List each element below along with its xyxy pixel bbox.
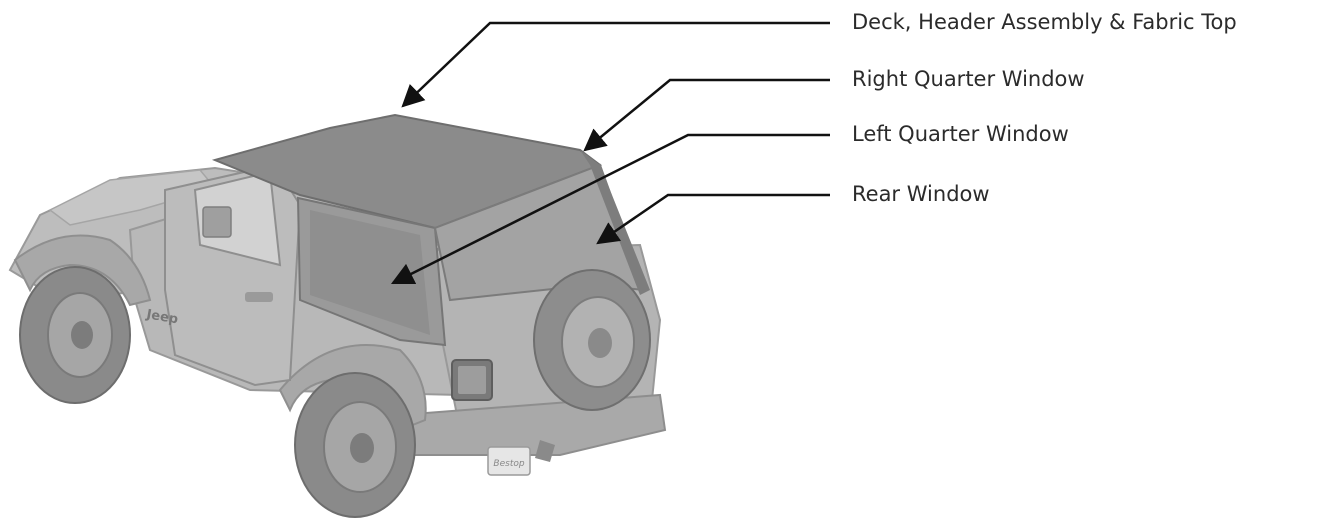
rear-wheel [294, 372, 416, 518]
taillight-lens [458, 366, 486, 394]
leader-line-left-quarter [390, 133, 830, 285]
leader-line-deck [401, 21, 830, 108]
rear-bumper [398, 393, 667, 456]
label-right-quarter-window: Right Quarter Window [852, 67, 1085, 91]
tow-hitch [535, 440, 555, 462]
leader-line-right-quarter [583, 78, 830, 152]
label-left-quarter-window: Left Quarter Window [852, 122, 1069, 146]
left-quarter-window-pane [310, 210, 430, 335]
leader-lines [390, 21, 830, 285]
license-plate [487, 446, 531, 476]
label-rear-window: Rear Window [852, 182, 990, 206]
jeep-vehicle-illustration: Jeep Bestop [8, 113, 667, 518]
front-wheel [19, 266, 131, 404]
door-handle [245, 292, 273, 302]
leader-line-rear [596, 193, 830, 245]
mirror [202, 206, 232, 238]
label-deck-header-fabric-top: Deck, Header Assembly & Fabric Top [852, 10, 1237, 34]
jeep-badge-text: Jeep [144, 307, 179, 327]
door-window [193, 170, 282, 267]
front-fender-flare [13, 234, 152, 307]
license-plate-text: Bestop [493, 459, 524, 469]
spare-tire [533, 269, 651, 411]
